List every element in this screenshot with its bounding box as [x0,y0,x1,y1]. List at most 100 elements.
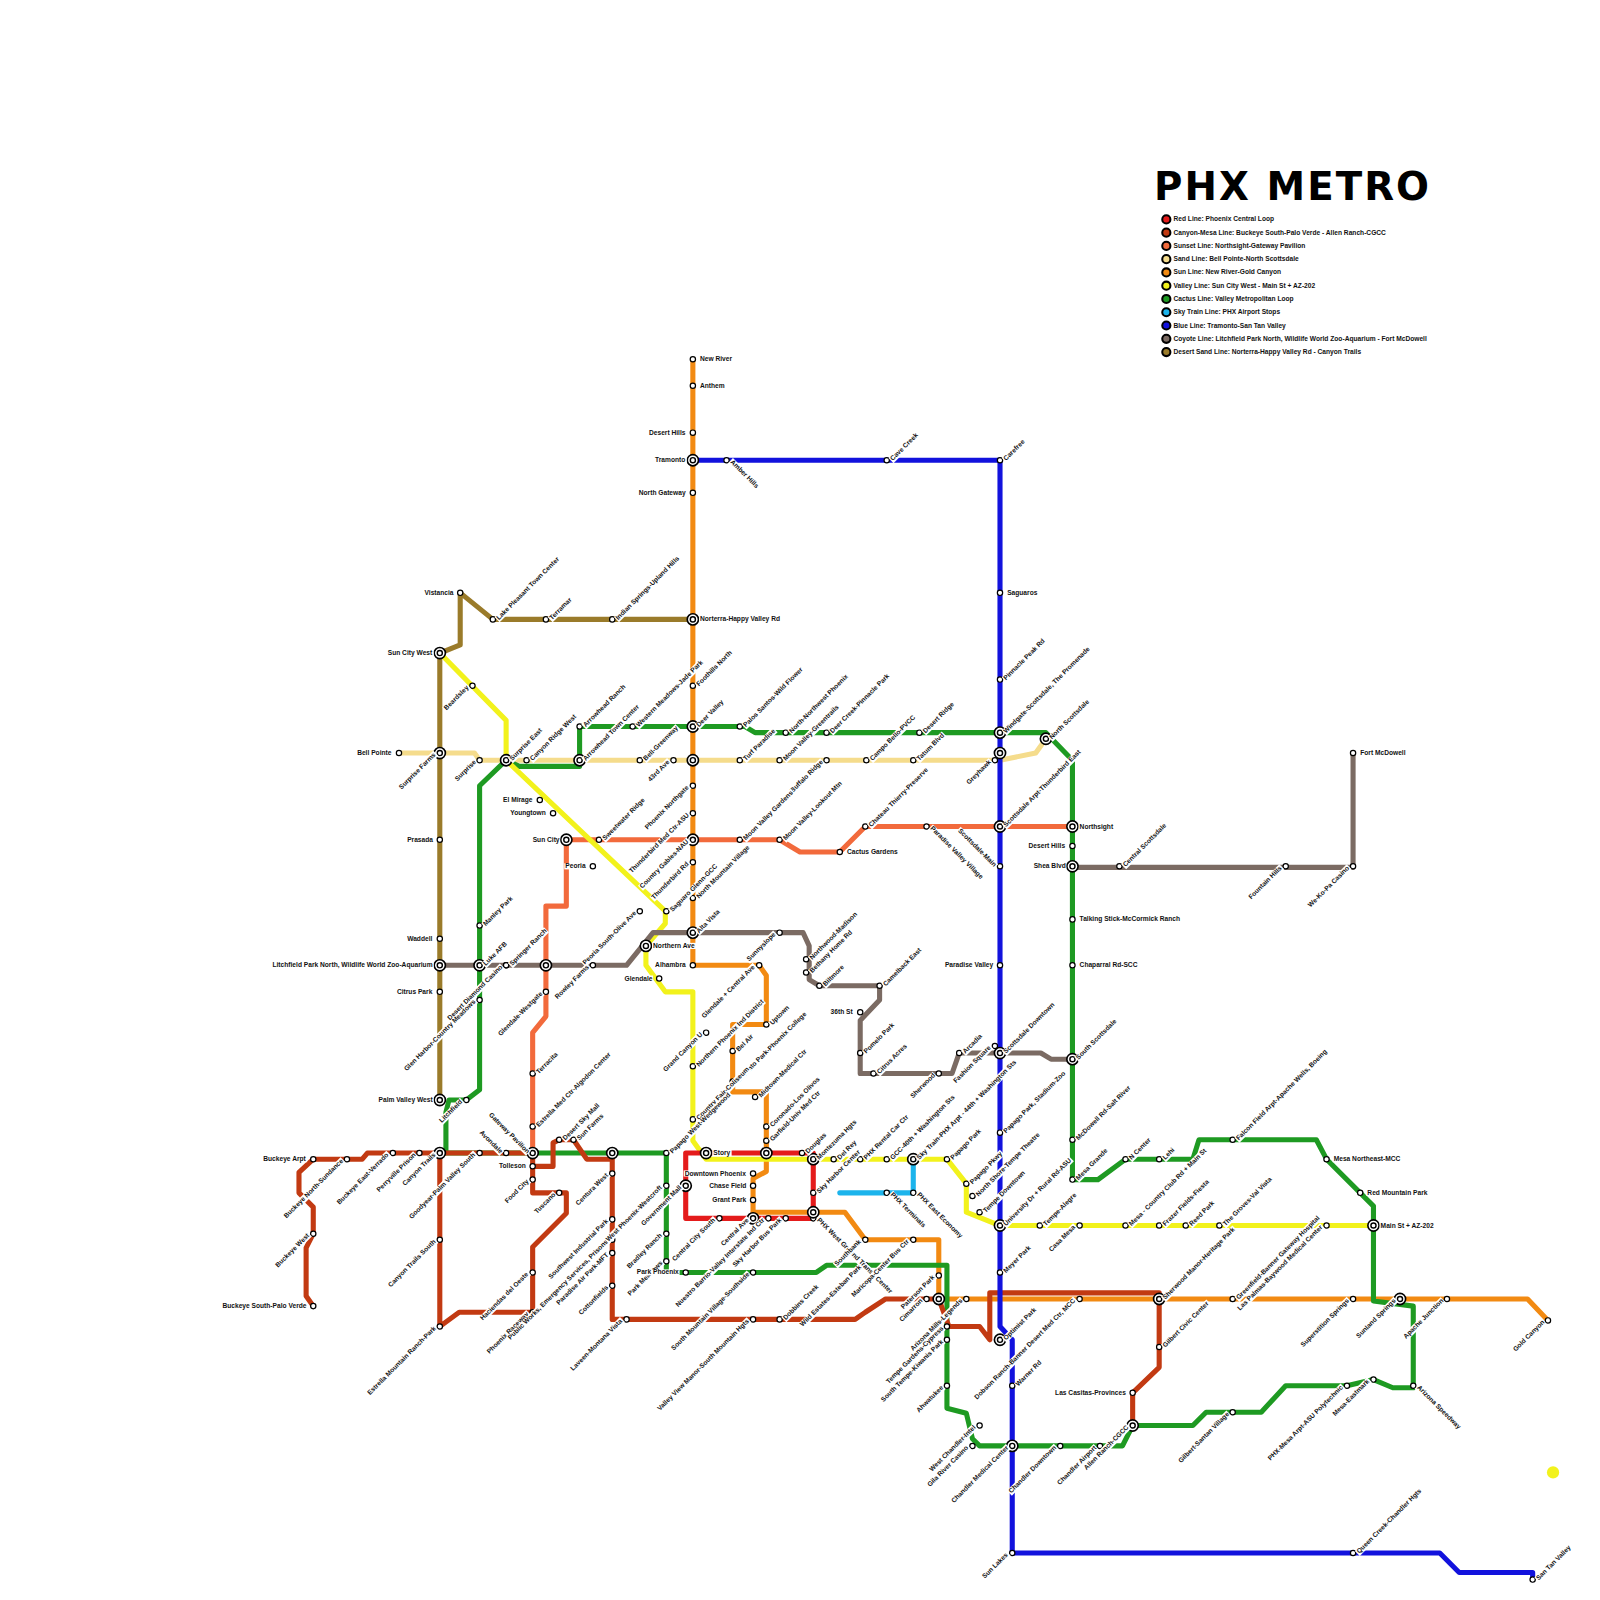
station-name: Story [712,1149,731,1156]
station-name: Citrus Acres [875,1042,909,1076]
interchange-station [687,755,698,766]
interchange-station [1397,1296,1402,1301]
interchange-station [640,940,651,951]
station-name: Buffalo Ridge [788,758,825,795]
station-name: Central Scottsdale [1121,821,1168,868]
station-name: Main St + AZ-202 [1380,1222,1435,1229]
station-name: Cave Creek [888,431,920,463]
station-dot [703,1150,708,1155]
interchange-station [683,1183,688,1188]
station-name: San Tan Valley [1534,1543,1573,1582]
station-dot [690,357,695,362]
station-name: Glendale [623,975,653,982]
interchange-station [434,647,445,658]
station-name: Buckeye Arpt [262,1156,307,1163]
legend-swatch [1161,241,1171,251]
station-name: Warner Rd [1014,1358,1044,1388]
station-dot [757,963,762,968]
canyon-mesa-line [533,1140,1160,1426]
legend-text: Sand Line: Bell Pointe-North Scottsdale [1173,256,1298,263]
station-name: Food City [503,1177,531,1205]
station-dot [858,1010,863,1015]
interchange-station [808,1207,819,1218]
station-name: Rowley Farms [553,963,591,1001]
legend-row: Coyote Line: Litchfield Park North, Wild… [1161,334,1427,344]
station-name: Red Mountain Park [1366,1189,1428,1196]
legend-swatch [1161,307,1171,317]
station-name: Cottonfields [577,1283,610,1316]
station-name: McDowell Rd-Salt River [1074,1083,1133,1142]
station-name: Mesa Northeast-MCC [1333,1156,1402,1163]
interchange-station [1070,864,1075,869]
station-name: Indian Springs-Upland Hills [614,554,681,621]
station-name: Grant Park [711,1196,747,1203]
station-name: Tempe Gardens-Cypress [884,1324,945,1385]
station-name: Anthem [699,382,726,389]
station-dot [624,1317,629,1322]
station-dot [1130,1390,1135,1395]
station-dot [590,864,595,869]
legend-swatch [1161,347,1171,357]
interchange-station [434,960,445,971]
station-name: Palos Santos-Wild Flower [742,665,805,728]
station-dot [437,650,442,655]
legend-text: Sunset Line: Northsight-Gateway Pavilion [1173,243,1305,250]
station-name: Uptown [768,1003,791,1026]
station-name: Windgate-Scottsdale, The Promenade [1002,644,1092,734]
interchange-station [687,614,698,625]
interchange-station [610,1151,615,1156]
station-dot [564,837,569,842]
station-name: Palm Valley West [378,1096,434,1103]
station-name: Desert Diamond Casino [446,963,505,1022]
legend-text: Sun Line: New River-Gold Canyon [1173,269,1281,276]
station-name: Beardsley [442,683,471,712]
station-name: Chateau Thierry-Preserve [867,765,930,828]
station-name: Meyer Park [1002,1243,1033,1274]
station-name: Arrowhead Town Center [581,702,641,762]
station-dot [750,1183,755,1188]
interchange-station [437,651,442,656]
interchange-station [764,1151,769,1156]
red-line [686,1153,814,1218]
station-name: PHX East Economy [915,1190,964,1239]
station-dot [997,963,1002,968]
station-name: Sweetwater Ridge [601,796,647,842]
map-title: PHX METRO [1154,167,1431,206]
legend-row: Desert Sand Line: Norterra-Happy Valley … [1161,347,1361,357]
interchange-station [701,1147,712,1158]
station-name: Chaparral Rd-SCC [1079,962,1139,969]
station-name: Superstition Springs [1299,1296,1351,1348]
interchange-station [704,1151,709,1156]
station-dot [997,864,1002,869]
station-name: We-Ko-Pa Casino [1306,864,1351,909]
station-name: Shea Blvd [1033,863,1067,870]
interchange-station [690,758,695,763]
interchange-station [994,747,1005,758]
station-dot [477,1150,482,1155]
interchange-station [437,1151,442,1156]
blue-line [693,460,1533,1579]
interchange-station [437,963,442,968]
legend-text: Red Line: Phoenix Central Loop [1173,216,1274,223]
station-dot [1350,750,1355,755]
station-dot [1010,1550,1015,1555]
station-dot [1070,963,1075,968]
station-dot [683,1270,688,1275]
station-dot [437,837,442,842]
station-name: Desert Ridge [921,700,956,735]
station-name: Northsight [1079,823,1115,830]
station-name: North Mountain Village [695,843,752,900]
legend-row: Sunset Line: Northsight-Gateway Pavilion [1161,241,1305,251]
station-name: Prasada [406,836,434,843]
interchange-station [540,960,551,971]
legend-text: Sky Train Line: PHX Airport Stops [1173,309,1280,316]
station-name: North Scottsdale [1048,697,1092,741]
station-name: Laveen-Montana Vista [569,1317,625,1373]
interchange-station [751,1216,756,1221]
station-name: Youngtown [509,810,547,817]
legend-row: Sun Line: New River-Gold Canyon [1161,267,1281,277]
station-dot [1077,1223,1082,1228]
station-name: Lake Pleasant Town Center [495,555,562,622]
